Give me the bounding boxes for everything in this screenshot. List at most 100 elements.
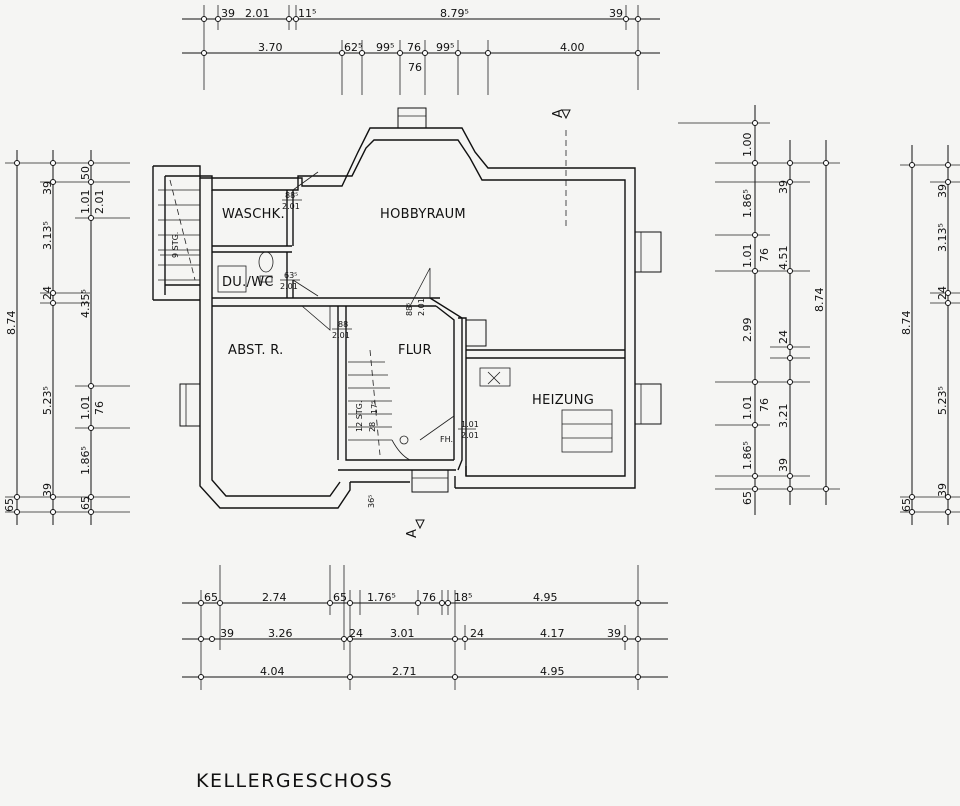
drawing-title: KELLERGESCHOSS [196, 770, 393, 792]
dim-r2-3135: 3.13⁵ [936, 223, 949, 252]
dim-top-39-right: 39 [609, 7, 623, 20]
dim-r1-874: 8.74 [813, 288, 826, 313]
dim-r2-5235: 5.23⁵ [936, 386, 949, 415]
dim-bottom-326: 3.26 [268, 627, 293, 640]
dim-left-1865: 1.86⁵ [79, 446, 92, 475]
room-label-fh: FH. [440, 435, 453, 444]
dim-bottom-76: 76 [422, 591, 436, 604]
dim-r1-65: 65 [741, 491, 754, 505]
dim-r1-101-b: 1.01 [741, 396, 754, 421]
dim-left-65-inner: 65 [79, 496, 92, 510]
dim-left-50: 50 [79, 166, 92, 180]
stairs-upper [158, 179, 200, 281]
door-flur-width: 88⁵ [405, 303, 414, 316]
dim-left-4355: 4.35⁵ [79, 289, 92, 318]
bottom-dimension-lines [182, 565, 668, 690]
entry-height: 36⁵ [367, 495, 376, 508]
door-abst-height: 2.01 [332, 331, 350, 340]
dim-left-24: 24 [41, 286, 54, 300]
dim-left-874: 8.74 [5, 311, 18, 336]
dim-r1-39-bottom: 39 [777, 458, 790, 472]
dim-top-370: 3.70 [258, 41, 283, 54]
dim-r1-76-a: 76 [758, 248, 771, 262]
dim-bottom-65-a: 65 [204, 591, 218, 604]
dim-left-5235: 5.23⁵ [41, 386, 54, 415]
room-label-abst: ABST. R. [228, 343, 284, 358]
dim-bottom-274: 2.74 [262, 591, 287, 604]
dim-top-76-sub: 76 [408, 61, 422, 74]
door-heizung-width: 1.01 [461, 420, 479, 429]
room-label-heizung: HEIZUNG [532, 393, 594, 408]
door-abst-width: 88 [338, 320, 348, 329]
stair-run: 17⁵ [370, 401, 379, 414]
door-dwc-height: 2.01 [280, 282, 298, 291]
dim-r1-39-top: 39 [777, 180, 790, 194]
dim-top-201: 2.01 [245, 7, 270, 20]
dim-top-76: 76 [407, 41, 421, 54]
dim-top-39-left: 39 [221, 7, 235, 20]
room-label-du-wc: DU./WC [222, 275, 274, 290]
dim-bottom-185: 18⁵ [454, 591, 472, 604]
stair-rise: 28 [368, 422, 377, 432]
dim-left-65-outer: 65 [3, 498, 16, 512]
door-waschk-width: 88⁵ [285, 191, 298, 200]
section-mark-bottom: A [405, 529, 420, 538]
door-waschk-height: 2.01 [282, 202, 300, 211]
dim-top-625: 62⁵ [344, 41, 362, 54]
door-heizung-height: 2.01 [461, 431, 479, 440]
dim-bottom-495-b: 4.95 [540, 665, 565, 678]
dim-left-3135: 3.13⁵ [41, 221, 54, 250]
dim-left-101-a: 1.01 [79, 190, 92, 215]
section-mark-top: A [551, 109, 566, 118]
left-dimension-lines [5, 150, 130, 525]
dim-bottom-301: 3.01 [390, 627, 415, 640]
dim-bottom-495-a: 4.95 [533, 591, 558, 604]
windows [179, 107, 662, 493]
door-swings [292, 171, 455, 441]
dim-r1-24: 24 [777, 330, 790, 344]
dim-r2-65: 65 [900, 498, 913, 512]
dim-top-8795: 8.79⁵ [440, 7, 469, 20]
dim-left-39-bottom: 39 [41, 483, 54, 497]
dim-bottom-39-b: 39 [607, 627, 621, 640]
stair-upper-label: 9 STG. [171, 232, 180, 258]
dim-r2-39-bottom: 39 [936, 483, 949, 497]
dim-r2-39-top: 39 [936, 184, 949, 198]
dim-left-201: 2.01 [93, 190, 106, 215]
dim-r1-299: 2.99 [741, 318, 754, 343]
room-label-flur: FLUR [398, 343, 432, 358]
dim-r1-76-b: 76 [758, 398, 771, 412]
dim-left-76: 76 [93, 401, 106, 415]
dim-top-115: 11⁵ [298, 7, 316, 20]
dim-top-995-b: 99⁵ [436, 41, 454, 54]
door-flur-height: 2.01 [417, 298, 426, 316]
dim-bottom-39-a: 39 [220, 627, 234, 640]
dim-bottom-404: 4.04 [260, 665, 285, 678]
stairs-flur [348, 349, 411, 461]
dim-bottom-417: 4.17 [540, 627, 565, 640]
dim-bottom-24-a: 24 [349, 627, 363, 640]
section-line [415, 109, 571, 530]
dim-top-995-a: 99⁵ [376, 41, 394, 54]
dim-bottom-17655: 1.76⁵ [367, 591, 396, 604]
stair-flur-label: 12 STG. [355, 401, 364, 432]
dim-r1-321: 3.21 [777, 404, 790, 429]
du-wc-fixtures [217, 251, 274, 293]
building-walls [152, 127, 636, 509]
heating-boiler [479, 367, 613, 453]
dim-bottom-65-b: 65 [333, 591, 347, 604]
dim-left-101-b: 1.01 [79, 396, 92, 421]
room-label-hobbyraum: HOBBYRAUM [380, 207, 466, 222]
right-dimension-lines-1 [678, 105, 840, 515]
dim-r1-1865-b: 1.86⁵ [741, 441, 754, 470]
dim-r2-24: 24 [936, 286, 949, 300]
right-dimension-lines-2 [900, 145, 960, 525]
door-dwc-width: 63⁵ [284, 271, 297, 280]
dim-bottom-24-b: 24 [470, 627, 484, 640]
dim-r2-874: 8.74 [900, 311, 913, 336]
top-dimension-lines [182, 5, 660, 95]
dim-r1-101-a: 1.01 [741, 244, 754, 269]
dim-r1-1865-a: 1.86⁵ [741, 189, 754, 218]
room-label-waschk: WASCHK. [222, 207, 285, 222]
